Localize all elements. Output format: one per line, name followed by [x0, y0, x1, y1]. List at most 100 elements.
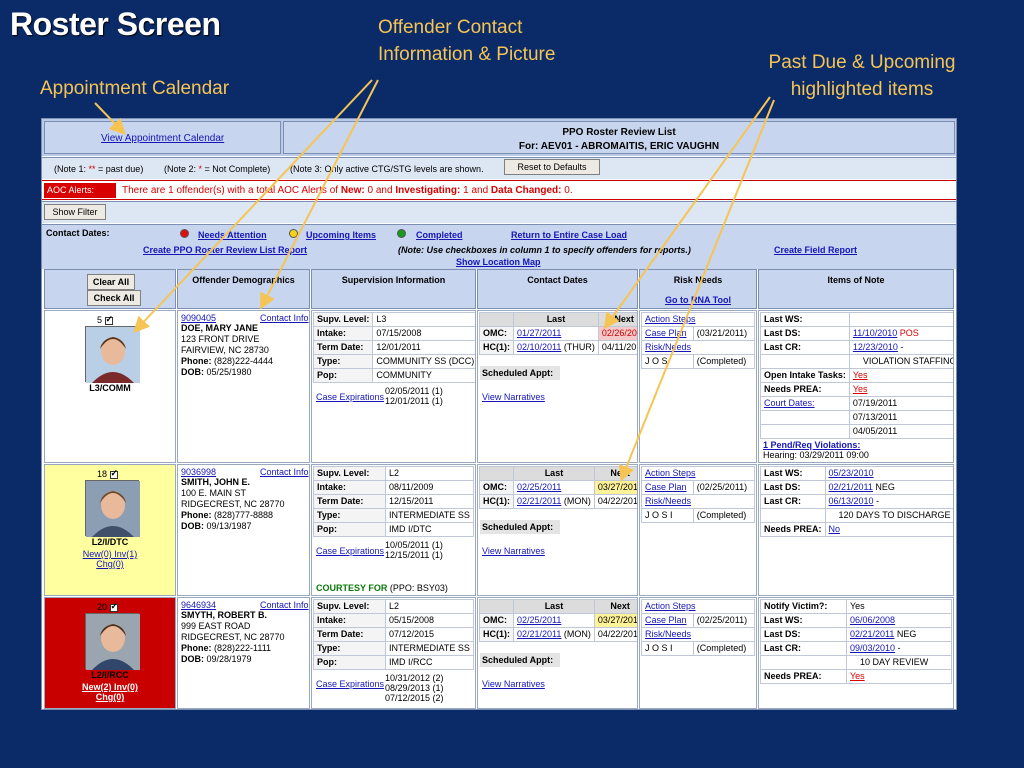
- supervision-value: COMMUNITY: [372, 368, 475, 383]
- case-expirations-link[interactable]: Case Expirations: [316, 546, 385, 556]
- omc-last-link[interactable]: 01/27/2011: [517, 328, 562, 338]
- omc-last: 02/25/2011: [513, 613, 595, 628]
- supervision-key: Intake:: [313, 613, 386, 628]
- create-ppo-report-link[interactable]: Create PPO Roster Review List Report: [143, 245, 308, 255]
- risk-needs: Risk/Needs: [641, 494, 755, 509]
- note-value-link[interactable]: 04/05/2011: [852, 426, 898, 436]
- row-checkbox[interactable]: [109, 468, 118, 479]
- supervision-value: 08/11/2009: [385, 480, 474, 495]
- view-narratives-link[interactable]: View Narratives: [482, 679, 545, 689]
- note-value-link[interactable]: 07/19/2011: [852, 398, 898, 408]
- photo-avatar-icon: [86, 614, 140, 670]
- supervision-value: 05/15/2008: [385, 613, 474, 628]
- row-checkbox[interactable]: [109, 601, 118, 612]
- scheduled-appt-label: Scheduled Appt:: [480, 366, 560, 380]
- supervision-value: IMD I/DTC: [385, 522, 474, 537]
- pending-violations-link[interactable]: 1 Pend/Req Violations:: [763, 440, 861, 450]
- case-plan-link[interactable]: Case Plan: [645, 328, 687, 338]
- offender-row: 18 L2/I/DTC New(0) Inv(1) Chg(0) 9036998…: [42, 464, 956, 596]
- note-value-link[interactable]: Yes: [852, 370, 868, 380]
- view-calendar-link[interactable]: View Appointment Calendar: [101, 133, 225, 144]
- completed-link[interactable]: Completed: [416, 230, 463, 240]
- note-value: 12/23/2010 -: [848, 340, 953, 355]
- address-line2: RIDGECREST, NC 28770: [181, 499, 285, 509]
- last-header: Last: [513, 312, 599, 327]
- risk-needs-link[interactable]: Risk/Needs: [645, 496, 692, 506]
- check-all-button[interactable]: Check All: [87, 290, 141, 306]
- aoc-changed-link[interactable]: Chg(0): [96, 559, 124, 569]
- clear-all-button[interactable]: Clear All: [87, 274, 135, 290]
- note-row: Last WS:06/06/2008: [760, 613, 952, 628]
- note-value-link[interactable]: 07/13/2011: [852, 412, 898, 422]
- supervision-row: Intake:07/15/2008: [312, 326, 475, 341]
- show-location-map-link[interactable]: Show Location Map: [456, 257, 541, 267]
- view-narratives-link[interactable]: View Narratives: [482, 392, 545, 402]
- upcoming-items-link[interactable]: Upcoming Items: [306, 230, 377, 240]
- note-key: Last DS:: [760, 627, 847, 642]
- callout-calendar: Appointment Calendar: [40, 78, 230, 99]
- return-caseload-link[interactable]: Return to Entire Case Load: [511, 230, 628, 240]
- note-value-link[interactable]: 06/06/2008: [850, 615, 896, 625]
- aoc-counts-link[interactable]: New(2) Inv(0): [81, 682, 138, 692]
- supervision-key: Term Date:: [313, 494, 386, 509]
- action-steps-link[interactable]: Action Steps: [645, 601, 696, 611]
- contact-info-link[interactable]: Contact Info: [260, 313, 309, 323]
- supervision-row: Pop:IMD I/RCC: [313, 655, 474, 670]
- note-1: (Note 1: ** = past due): [54, 164, 144, 174]
- note-value: 02/21/2011 NEG: [846, 627, 952, 642]
- omc-last-link[interactable]: 02/25/2011: [517, 615, 562, 625]
- offender-name: SMITH, JOHN E.: [181, 477, 251, 487]
- supervision-key: Pop:: [313, 655, 386, 670]
- risk-needs-link[interactable]: Risk/Needs: [645, 342, 692, 352]
- action-steps-link[interactable]: Action Steps: [645, 314, 696, 324]
- note-value-link[interactable]: 02/21/2011: [850, 629, 895, 639]
- note-value-link[interactable]: 05/23/2010: [828, 468, 874, 478]
- case-expirations-link[interactable]: Case Expirations: [316, 679, 385, 689]
- note-value-link[interactable]: Yes: [852, 384, 868, 394]
- offender-id-link[interactable]: 9646934: [181, 600, 217, 610]
- court-dates-link[interactable]: Court Dates:: [764, 398, 815, 408]
- supervision-key: Pop:: [312, 368, 374, 383]
- hc-last-link[interactable]: 02/10/2011: [517, 342, 562, 352]
- note-value-link[interactable]: 06/13/2010: [828, 496, 874, 506]
- hc-last-link[interactable]: 02/21/2011: [517, 496, 562, 506]
- supervision-key: Term Date:: [313, 627, 386, 642]
- aoc-changed-link[interactable]: Chg(0): [95, 692, 125, 702]
- create-field-report-link[interactable]: Create Field Report: [774, 245, 858, 255]
- action-steps-link[interactable]: Action Steps: [645, 468, 696, 478]
- case-plan-link[interactable]: Case Plan: [645, 482, 687, 492]
- contact-info-link[interactable]: Contact Info: [260, 467, 309, 477]
- omc-last-link[interactable]: 02/25/2011: [517, 482, 562, 492]
- hc-next: 04/22/2011: [593, 494, 637, 509]
- risk-table: Action Steps Case Plan(02/25/2011) Risk/…: [641, 466, 756, 523]
- note-value-link[interactable]: No: [828, 524, 841, 534]
- case-expirations-link[interactable]: Case Expirations: [316, 392, 385, 402]
- note-value-link[interactable]: 09/03/2010: [850, 643, 896, 653]
- offender-id-link[interactable]: 9036998: [181, 467, 217, 477]
- hearing-date: Hearing: 03/29/2011 09:00: [763, 450, 869, 460]
- needs-attention-link[interactable]: Needs Attention: [198, 230, 267, 240]
- supervision-row: Intake:05/15/2008: [313, 613, 474, 628]
- hc-last-link[interactable]: 02/21/2011: [517, 629, 562, 639]
- view-narratives-link[interactable]: View Narratives: [482, 546, 545, 556]
- rna-tool-link[interactable]: Go to RNA Tool: [665, 295, 731, 305]
- note-row: Last CR:12/23/2010 -: [760, 340, 953, 355]
- contact-info-link[interactable]: Contact Info: [260, 600, 309, 610]
- case-plan-link[interactable]: Case Plan: [645, 615, 687, 625]
- show-filter-button[interactable]: Show Filter: [44, 204, 106, 220]
- row-checkbox[interactable]: [104, 314, 113, 325]
- note-row: Needs PREA:No: [760, 522, 953, 537]
- note-row: Last DS:02/21/2011 NEG: [760, 627, 952, 642]
- col-contact-dates: Contact Dates: [477, 269, 638, 309]
- note-value-link[interactable]: 11/10/2010: [852, 328, 898, 338]
- risk-needs-link[interactable]: Risk/Needs: [645, 629, 692, 639]
- reset-defaults-button[interactable]: Reset to Defaults: [504, 159, 600, 175]
- aoc-counts-link[interactable]: New(0) Inv(1): [82, 549, 138, 559]
- note-value-link[interactable]: 12/23/2010: [852, 342, 898, 352]
- note-value-link[interactable]: Yes: [850, 671, 865, 681]
- last-header: Last: [513, 599, 595, 614]
- note-value-link[interactable]: 02/21/2011: [828, 482, 873, 492]
